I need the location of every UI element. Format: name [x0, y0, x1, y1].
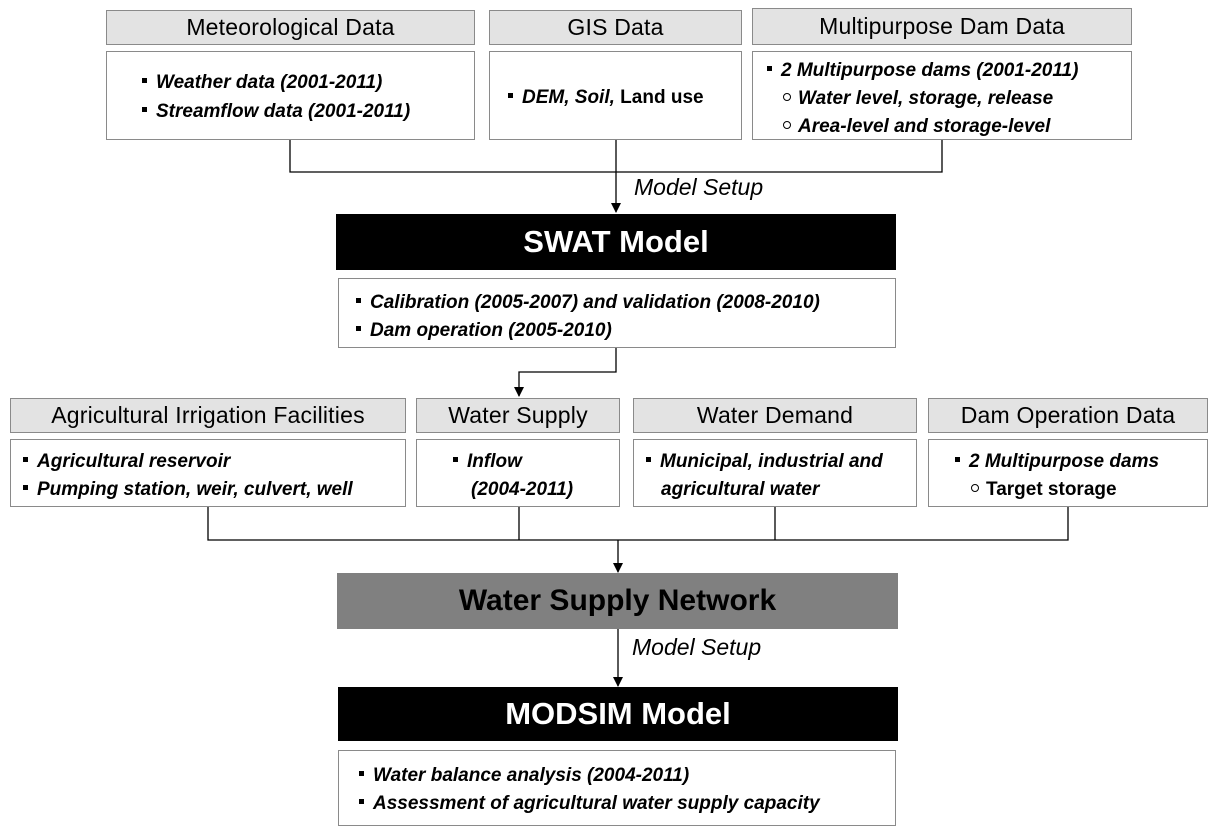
square-bullet-icon	[453, 457, 458, 463]
square-bullet-icon	[23, 485, 28, 491]
agri-facilities-header: Agricultural Irrigation Facilities	[10, 398, 406, 433]
square-bullet-icon	[359, 799, 364, 805]
square-bullet-icon	[356, 326, 361, 332]
damop-item-target: Target storage	[971, 479, 1117, 501]
square-bullet-icon	[646, 457, 651, 463]
swat-model-title: SWAT Model	[523, 224, 709, 259]
water-supply-network-band: Water Supply Network	[337, 573, 898, 629]
swat-item-calibration: Calibration (2005-2007) and validation (…	[356, 292, 820, 314]
dam-data-header: Multipurpose Dam Data	[752, 8, 1132, 45]
connector-supply-demand	[518, 507, 776, 540]
met-item-weather: Weather data (2001-2011)	[142, 72, 382, 94]
water-supply-header: Water Supply	[416, 398, 620, 433]
swat-model-band: SWAT Model	[336, 214, 896, 270]
square-bullet-icon	[142, 78, 147, 84]
demand-item-line1: Municipal, industrial and	[646, 451, 883, 473]
square-bullet-icon	[955, 457, 960, 463]
dam-item-area: Area-level and storage-level	[783, 116, 1050, 138]
agri-item-pumping: Pumping station, weir, culvert, well	[23, 479, 353, 501]
agri-facilities-title: Agricultural Irrigation Facilities	[51, 402, 365, 428]
water-supply-title: Water Supply	[448, 402, 588, 428]
model-setup-label-1: Model Setup	[634, 174, 764, 200]
modsim-model-title: MODSIM Model	[505, 696, 731, 731]
square-bullet-icon	[142, 107, 147, 113]
water-demand-box: Municipal, industrial and agricultural w…	[633, 439, 917, 507]
meteorological-data-box: Weather data (2001-2011) Streamflow data…	[106, 51, 475, 140]
circle-bullet-icon	[783, 92, 791, 101]
modsim-item-assessment: Assessment of agricultural water supply …	[359, 793, 820, 815]
square-bullet-icon	[767, 66, 772, 72]
dam-operation-header: Dam Operation Data	[928, 398, 1208, 433]
dam-data-title: Multipurpose Dam Data	[819, 13, 1065, 39]
dam-item-level: Water level, storage, release	[783, 88, 1053, 110]
water-supply-box: Inflow (2004-2011)	[416, 439, 620, 507]
square-bullet-icon	[23, 457, 28, 463]
dam-operation-title: Dam Operation Data	[960, 402, 1176, 428]
square-bullet-icon	[356, 298, 361, 304]
modsim-model-band: MODSIM Model	[338, 687, 898, 741]
modsim-item-balance: Water balance analysis (2004-2011)	[359, 765, 689, 787]
swat-details-box: Calibration (2005-2007) and validation (…	[338, 278, 896, 348]
water-demand-header: Water Demand	[633, 398, 917, 433]
agri-item-reservoir: Agricultural reservoir	[23, 451, 230, 473]
supply-item-inflow: Inflow	[453, 451, 522, 473]
gis-data-header: GIS Data	[489, 10, 742, 45]
supply-item-years: (2004-2011)	[471, 479, 574, 500]
circle-bullet-icon	[971, 483, 979, 492]
gis-data-title: GIS Data	[567, 14, 664, 40]
arrow-to-middle	[514, 348, 617, 397]
swat-item-dam-operation: Dam operation (2005-2010)	[356, 320, 612, 342]
met-item-streamflow: Streamflow data (2001-2011)	[142, 101, 410, 123]
dam-operation-box: 2 Multipurpose dams Target storage	[928, 439, 1208, 507]
meteorological-data-header: Meteorological Data	[106, 10, 475, 45]
damop-item-dams: 2 Multipurpose dams	[955, 451, 1159, 473]
meteorological-data-title: Meteorological Data	[186, 14, 395, 40]
demand-item-line2: agricultural water	[661, 479, 820, 500]
square-bullet-icon	[508, 93, 513, 99]
circle-bullet-icon	[783, 120, 791, 129]
gis-item: DEM, Soil, Land use	[508, 87, 704, 109]
model-setup-label-2: Model Setup	[632, 634, 762, 660]
gis-data-box: DEM, Soil, Land use	[489, 51, 742, 140]
water-supply-network-title: Water Supply Network	[458, 584, 777, 617]
modsim-details-box: Water balance analysis (2004-2011) Asses…	[338, 750, 896, 826]
dam-data-box: 2 Multipurpose dams (2001-2011) Water le…	[752, 51, 1132, 140]
water-demand-title: Water Demand	[696, 402, 854, 428]
dam-item-dams: 2 Multipurpose dams (2001-2011)	[767, 60, 1078, 82]
connector-middle	[207, 507, 1069, 541]
square-bullet-icon	[359, 771, 364, 777]
agri-facilities-box: Agricultural reservoir Pumping station, …	[10, 439, 406, 507]
